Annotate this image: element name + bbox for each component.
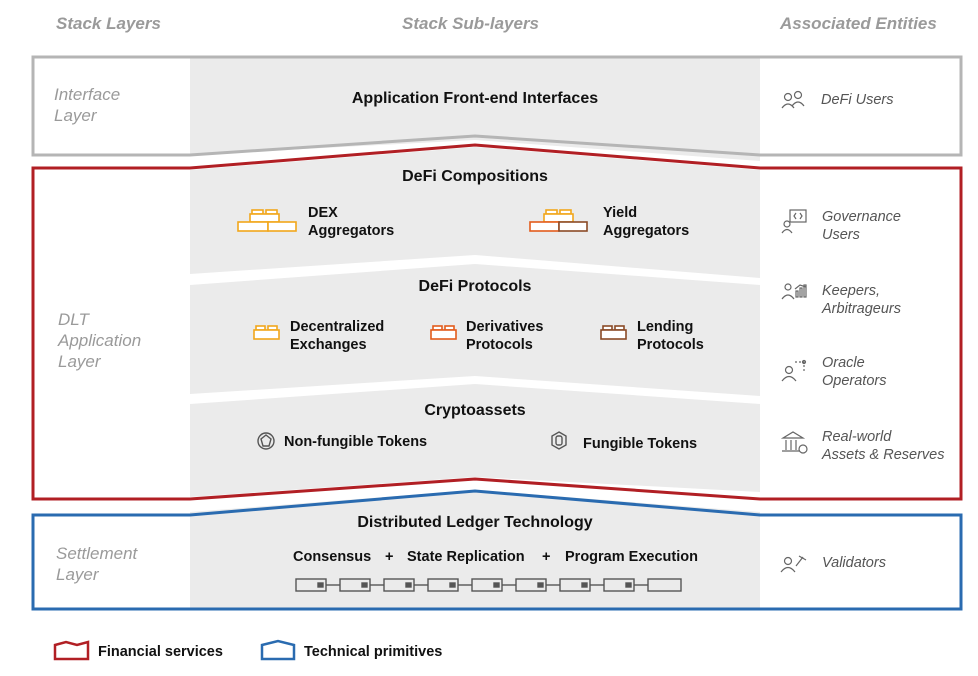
keepers-arbitrageurs-label: Keepers, Arbitrageurs <box>822 283 901 317</box>
frontend-title: Application Front-end Interfaces <box>351 90 599 107</box>
dlt-title: Distributed Ledger Technology <box>357 514 593 531</box>
frontend-panel <box>190 57 760 161</box>
dlt-application-layer-outline <box>31 143 963 501</box>
consensus-label: Consensus <box>293 549 372 565</box>
real-world-assets-label: Real-world Assets & Reserves <box>822 429 945 463</box>
compositions-title: DeFi Compositions <box>402 168 548 185</box>
decentralized-exchanges-icon <box>253 325 280 340</box>
nft-label: Non-fungible Tokens <box>284 434 428 450</box>
derivatives-protocols-label: Derivatives Protocols <box>466 319 544 353</box>
protocols-title: DeFi Protocols <box>418 278 532 295</box>
cryptoassets-title: Cryptoassets <box>424 402 526 419</box>
header-stack-layers: Stack Layers <box>56 14 161 33</box>
dex-aggregators-label: DEX Aggregators <box>308 205 395 239</box>
users-icon <box>781 90 805 109</box>
settlement-layer-label: Settlement Layer <box>56 544 138 584</box>
dex-aggregators-icon <box>237 209 297 232</box>
fungible-tokens-label: Fungible Tokens <box>583 436 698 452</box>
decentralized-exchanges-label: Decentralized Exchanges <box>290 319 385 353</box>
cryptoassets-panel <box>190 384 760 497</box>
plus-sign-2: + <box>542 549 551 565</box>
fungible-token-icon <box>551 431 567 450</box>
lending-protocols-icon <box>600 325 627 340</box>
compositions-panel <box>190 147 760 278</box>
keepers-icon <box>781 283 807 300</box>
real-world-assets-icon <box>780 431 808 454</box>
protocols-panel <box>190 264 760 396</box>
derivatives-protocols-icon <box>430 325 457 340</box>
defi-users-label: DeFi Users <box>821 92 894 108</box>
validators-label: Validators <box>822 555 886 571</box>
financial-legend-swatch <box>53 640 90 661</box>
interface-layer-label: Interface Layer <box>54 85 121 125</box>
blockchain-chain-icon <box>295 578 682 592</box>
interface-layer-outline <box>31 55 963 157</box>
plus-sign-1: + <box>385 549 394 565</box>
technical-legend-swatch <box>260 639 296 661</box>
lending-protocols-label: Lending Protocols <box>637 319 704 353</box>
yield-aggregators-label: Yield Aggregators <box>603 205 690 239</box>
settlement-layer-outline <box>31 489 963 611</box>
validators-icon <box>780 555 807 573</box>
governance-icon <box>781 209 807 234</box>
oracle-operators-label: Oracle Operators <box>822 355 887 389</box>
header-associated-entities: Associated Entities <box>780 14 937 33</box>
header-stack-sublayers: Stack Sub-layers <box>402 14 540 33</box>
legend-financial-label: Financial services <box>98 644 223 660</box>
yield-aggregators-icon <box>529 209 588 232</box>
dlt-panel <box>190 490 760 610</box>
oracle-operators-icon <box>781 359 807 382</box>
legend-technical-label: Technical primitives <box>304 644 443 660</box>
program-execution-label: Program Execution <box>565 549 698 565</box>
nft-token-icon <box>257 432 275 450</box>
state-replication-label: State Replication <box>407 549 525 565</box>
dlt-application-layer-label: DLT Application Layer <box>58 310 142 371</box>
governance-users-label: Governance Users <box>822 209 901 243</box>
